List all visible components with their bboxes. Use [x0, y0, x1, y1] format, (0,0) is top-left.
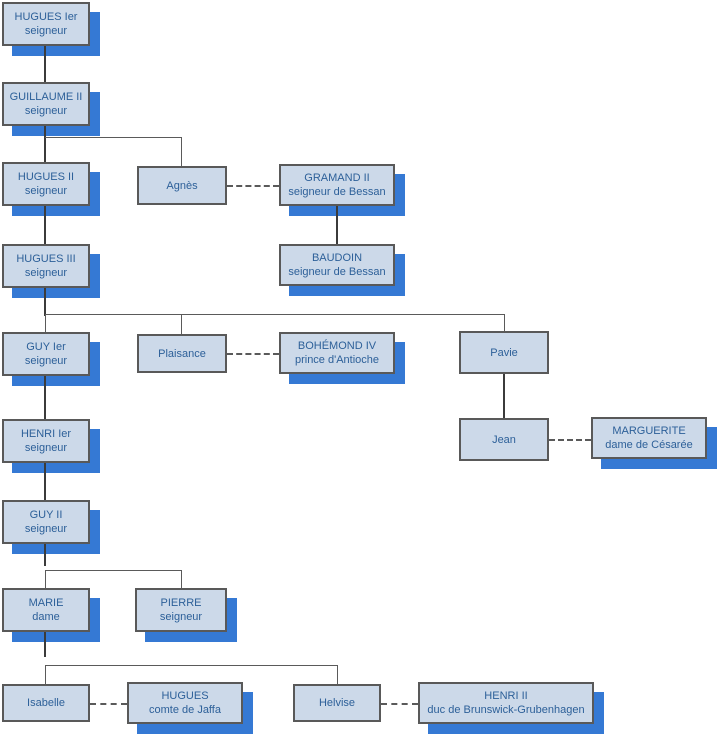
connector-e-pierre-drop [181, 570, 182, 588]
node-name: HUGUES III [16, 253, 76, 265]
connector-e-agnes-drop [181, 137, 182, 166]
node-isabelle[interactable]: Isabelle [2, 684, 90, 722]
connector-e-helvise-drop [337, 665, 338, 684]
node-henri1[interactable]: HENRI Ier seigneur [2, 419, 90, 463]
node-gramand2[interactable]: GRAMAND II seigneur de Bessan [279, 164, 395, 206]
connector-e-marie-drop [45, 570, 46, 590]
connector-e-guillaume2-stem [44, 126, 46, 162]
connector-e-marie-stem [44, 632, 46, 657]
connector-e-pavie-jean [503, 374, 505, 418]
connector-e-gramand2-baudoin [336, 206, 338, 244]
node-hugues3[interactable]: HUGUES III seigneur [2, 244, 90, 288]
connector-e-hugues2-hugues3 [44, 206, 46, 244]
connector-e-hugues3-bus [45, 314, 504, 315]
node-name: Jean [492, 433, 516, 446]
node-agnes[interactable]: Agnès [137, 166, 227, 205]
connector-e-henri1-guy2 [44, 463, 46, 500]
node-huguesjaffa[interactable]: HUGUES comte de Jaffa [127, 682, 243, 724]
connector-e-hugues3-stem [44, 288, 46, 316]
node-title: seigneur [159, 611, 203, 623]
connector-e-guy1-henri1 [44, 376, 46, 419]
marriage-link-m-jean-marguerite [549, 439, 591, 441]
node-name: PIERRE [160, 597, 202, 609]
marriage-link-m-helvise-henri2 [381, 703, 418, 705]
marriage-link-m-agnes-gramand2 [227, 185, 279, 187]
node-name: HENRI II [484, 690, 528, 702]
node-plaisance[interactable]: Plaisance [137, 334, 227, 373]
node-name: MARGUERITE [612, 425, 686, 437]
node-name: GUILLAUME II [9, 91, 83, 103]
node-title: seigneur [24, 442, 68, 454]
connector-e-isabelle-drop [45, 665, 46, 684]
node-name: Helvise [318, 697, 356, 709]
node-name: Isabelle [27, 697, 65, 709]
connector-e-hugues1-guillaume2 [44, 46, 46, 82]
node-henri2[interactable]: HENRI II duc de Brunswick-Grubenhagen [418, 682, 594, 724]
node-name: BAUDOIN [311, 252, 363, 264]
node-title: seigneur [24, 185, 68, 197]
node-jean[interactable]: Jean [459, 418, 549, 461]
node-guy1[interactable]: GUY Ier seigneur [2, 332, 90, 376]
node-title: prince d'Antioche [294, 354, 380, 366]
node-guy2[interactable]: GUY II seigneur [2, 500, 90, 544]
node-baudoin[interactable]: BAUDOIN seigneur de Bessan [279, 244, 395, 286]
node-name: Plaisance [158, 347, 206, 360]
node-pavie[interactable]: Pavie [459, 331, 549, 374]
connector-e-plaisance-drop [181, 314, 182, 336]
node-title: comte de Jaffa [149, 704, 221, 716]
node-helvise[interactable]: Helvise [293, 684, 381, 722]
node-marie[interactable]: MARIE dame [2, 588, 90, 632]
node-name: HUGUES [161, 690, 209, 702]
marriage-link-m-plaisance-bohemond [227, 353, 279, 355]
node-title: seigneur de Bessan [288, 186, 386, 198]
node-title: seigneur [24, 105, 68, 117]
node-name: MARIE [28, 597, 64, 609]
node-name: HENRI Ier [20, 428, 72, 440]
node-name: GUY Ier [26, 341, 66, 353]
connector-e-pavie-drop [504, 314, 505, 333]
node-pierre[interactable]: PIERRE seigneur [135, 588, 227, 632]
connector-e-guy2-stem [44, 544, 46, 566]
node-name: HUGUES II [17, 171, 75, 183]
node-guillaume2[interactable]: GUILLAUME II seigneur [2, 82, 90, 126]
connector-e-guillaume2-bus [45, 137, 182, 138]
marriage-link-m-isabelle-hugues [90, 703, 127, 705]
node-title: dame de Césarée [605, 439, 693, 451]
node-name: HUGUES Ier [14, 11, 78, 23]
node-name: Agnès [166, 179, 198, 192]
connector-e-guy1-drop [45, 314, 46, 334]
node-title: seigneur [24, 523, 68, 535]
node-marguerite[interactable]: MARGUERITE dame de Césarée [591, 417, 707, 459]
node-title: seigneur [24, 355, 68, 367]
node-name: BOHÉMOND IV [297, 340, 377, 352]
connector-e-marie-bus [45, 665, 338, 666]
node-hugues2[interactable]: HUGUES II seigneur [2, 162, 90, 206]
node-name: Pavie [490, 346, 518, 359]
connector-e-guy2-bus [45, 570, 182, 571]
node-title: dame [32, 611, 60, 623]
node-title: seigneur [24, 267, 68, 279]
node-title: seigneur de Bessan [288, 266, 386, 278]
node-title: duc de Brunswick-Grubenhagen [427, 704, 585, 716]
node-hugues1[interactable]: HUGUES Ier seigneur [2, 2, 90, 46]
node-name: GUY II [29, 509, 63, 521]
node-bohemond4[interactable]: BOHÉMOND IV prince d'Antioche [279, 332, 395, 374]
node-title: seigneur [24, 25, 68, 37]
node-name: GRAMAND II [304, 172, 370, 184]
